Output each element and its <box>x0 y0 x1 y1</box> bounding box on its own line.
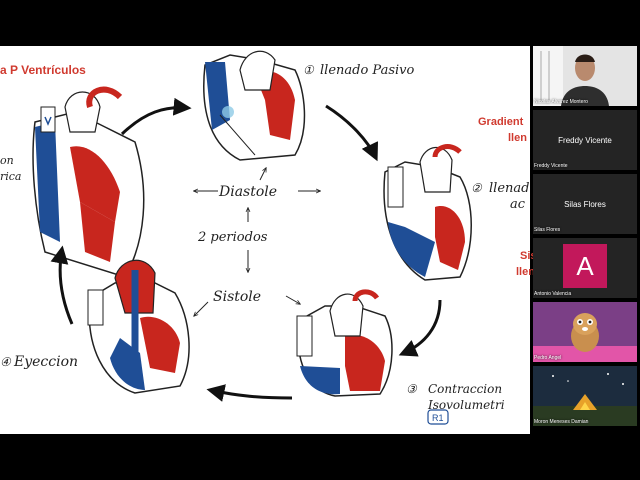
participant-tile-avatar[interactable]: A Antonio Valencia <box>533 238 637 298</box>
top-bar <box>0 0 640 46</box>
participant-video-frame <box>533 46 637 106</box>
arrow-bottom-left-to-left <box>50 245 74 325</box>
arrow-top-to-right <box>325 104 379 162</box>
heart-cycle-diagram: a P Ventrículos on rica ① llenado Pasivo <box>0 50 530 425</box>
participant-tile-image[interactable]: Moron Meneses Damian <box>533 366 637 426</box>
heart-illustration-bottom-left <box>87 259 190 394</box>
contraccion-line1: Contraccion <box>428 382 502 396</box>
participant-name: Antonio Valencia <box>534 291 572 297</box>
slide-peek-gradient-2: llen <box>508 132 527 144</box>
participant-center-label: Freddy Vicente <box>558 135 612 145</box>
slide-peek-gradient-1: Gradient <box>478 116 524 128</box>
participant-profile-image <box>533 366 637 426</box>
shared-slide: a P Ventrículos on rica ① llenado Pasivo <box>0 46 530 434</box>
heart-illustration-top <box>203 50 306 161</box>
bottom-bar <box>0 434 640 480</box>
avatar: A <box>563 244 607 288</box>
diastole-label: Diastole <box>218 184 277 200</box>
dos-periodos-label: 2 periodos <box>197 230 268 245</box>
llenado-pasivo-label: llenado Pasivo <box>320 63 414 78</box>
diastole-arrow-up <box>259 168 266 181</box>
sistole-arrow-right <box>285 295 300 304</box>
heart-illustration-left <box>32 86 145 278</box>
participant-gallery: Gradient llen Sis llen Nicolas Alvarez M… <box>478 46 640 434</box>
participant-tile-video[interactable]: Nicolas Alvarez Montero <box>533 46 637 106</box>
participant-tile-name-only[interactable]: Silas Flores Silas Flores <box>533 174 637 234</box>
eyeccion-label: Eyeccion <box>13 354 78 370</box>
left-fragment-1: on <box>0 154 14 167</box>
eyeccion-number: ④ <box>0 355 12 369</box>
participant-name: Freddy Vicente <box>534 163 568 169</box>
r1-badge-label: R1 <box>432 413 444 423</box>
llenado-pasivo-number: ① <box>303 63 315 77</box>
left-fragment-2: rica <box>0 170 22 183</box>
heart-illustration-bottom-right <box>296 289 393 397</box>
sistole-label: Sistole <box>213 289 261 305</box>
slide-title-fragment: a P Ventrículos <box>0 63 86 77</box>
participant-profile-image <box>533 302 637 362</box>
r1-badge: R1 <box>427 409 449 425</box>
participant-name: Silas Flores <box>534 227 561 233</box>
arrow-left-to-top <box>120 97 192 136</box>
llenado-activo-line2: ac <box>510 197 526 212</box>
arrow-bottom-to-left <box>206 384 293 402</box>
contraccion-line2: Isovolumetri <box>427 398 505 412</box>
participant-name: Pedro Angel <box>534 355 562 361</box>
contraccion-number: ③ <box>406 382 418 396</box>
participant-name: Moron Meneses Damian <box>534 419 589 425</box>
participant-tile-image[interactable]: Pedro Angel <box>533 302 637 362</box>
participant-name: Nicolas Alvarez Montero <box>534 99 588 105</box>
arrow-right-to-bottom <box>398 299 442 357</box>
llenado-activo-number: ② <box>471 181 483 195</box>
participant-tile-name-only[interactable]: Freddy Vicente Freddy Vicente <box>533 110 637 170</box>
heart-illustration-right <box>383 144 472 281</box>
participant-center-label: Silas Flores <box>564 199 606 209</box>
slide-peek-sis-2: llen <box>516 266 535 278</box>
slide-peek-sis-1: Sis <box>520 250 537 262</box>
llenado-activo-line1: llenado <box>489 181 530 196</box>
sistole-arrow-left <box>194 301 209 316</box>
